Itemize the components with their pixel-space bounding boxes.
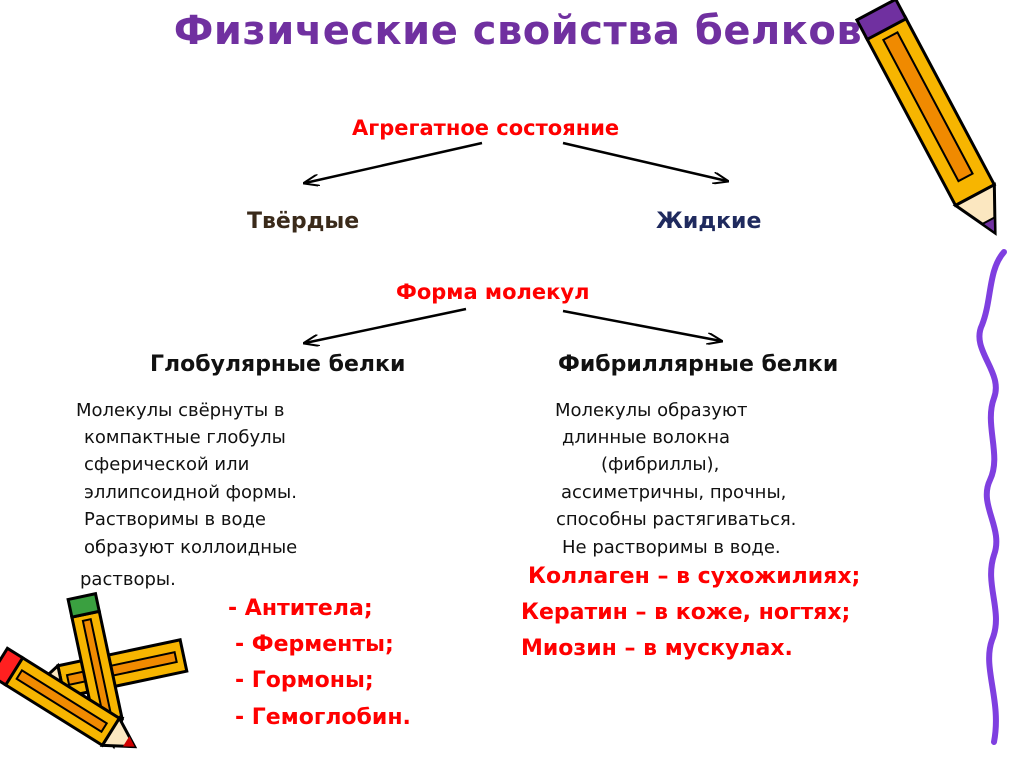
fibrillar-example: Миозин – в мускулах. [521, 633, 793, 664]
fibrillar-description-line: ассиметричны, прочны, [561, 479, 786, 507]
globular-example: - Антитела; [228, 593, 373, 624]
arrow-to-globular [305, 309, 466, 343]
globular-description-line: компактные глобулы [84, 424, 286, 452]
wavy-line-decoration [979, 252, 1004, 742]
globular-description-line: сферической или [84, 451, 249, 479]
fibrillar-description-line: Не растворимы в воде. [562, 534, 781, 562]
fibrillar-example: Кератин – в коже, ногтях; [521, 597, 850, 628]
arrow-to-solid [305, 143, 482, 183]
globular-proteins-label: Глобулярные белки [150, 352, 405, 377]
fibrillar-proteins-label: Фибриллярные белки [558, 352, 838, 377]
arrow-to-liquid [563, 143, 727, 181]
globular-description-line: образуют коллоидные [84, 534, 297, 562]
fibrillar-description-line: Молекулы образуют [555, 397, 748, 425]
globular-example: - Ферменты; [235, 629, 394, 660]
fibrillar-example: Коллаген – в сухожилиях; [528, 561, 860, 592]
globular-description-line: растворы. [80, 566, 176, 594]
fibrillar-description-line: (фибриллы), [601, 451, 719, 479]
solid-label: Твёрдые [247, 209, 359, 234]
arrow-to-fibrillar [563, 311, 721, 341]
globular-description-line: эллипсоидной формы. [84, 479, 297, 507]
globular-example: - Гормоны; [235, 665, 374, 696]
liquid-label: Жидкие [656, 209, 761, 234]
molecule-form-label: Форма молекул [396, 280, 589, 304]
globular-description-line: Молекулы свёрнуты в [76, 397, 285, 425]
globular-description-line: Растворимы в воде [84, 506, 266, 534]
aggregate-state-label: Агрегатное состояние [352, 116, 619, 140]
fibrillar-description-line: длинные волокна [562, 424, 730, 452]
pencil-pair-icon [0, 594, 187, 761]
globular-example: - Гемоглобин. [235, 702, 411, 733]
pencil-icon [857, 0, 1015, 243]
fibrillar-description-line: способны растягиваться. [556, 506, 796, 534]
